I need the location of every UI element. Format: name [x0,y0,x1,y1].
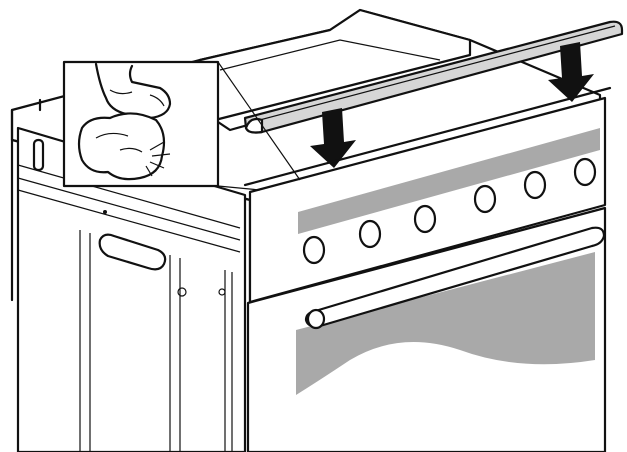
knob [525,172,545,198]
knob [415,206,435,232]
knob [360,221,380,247]
knob [475,186,495,212]
knob [575,159,595,185]
knob [304,237,324,263]
cloth-icon [79,113,164,179]
